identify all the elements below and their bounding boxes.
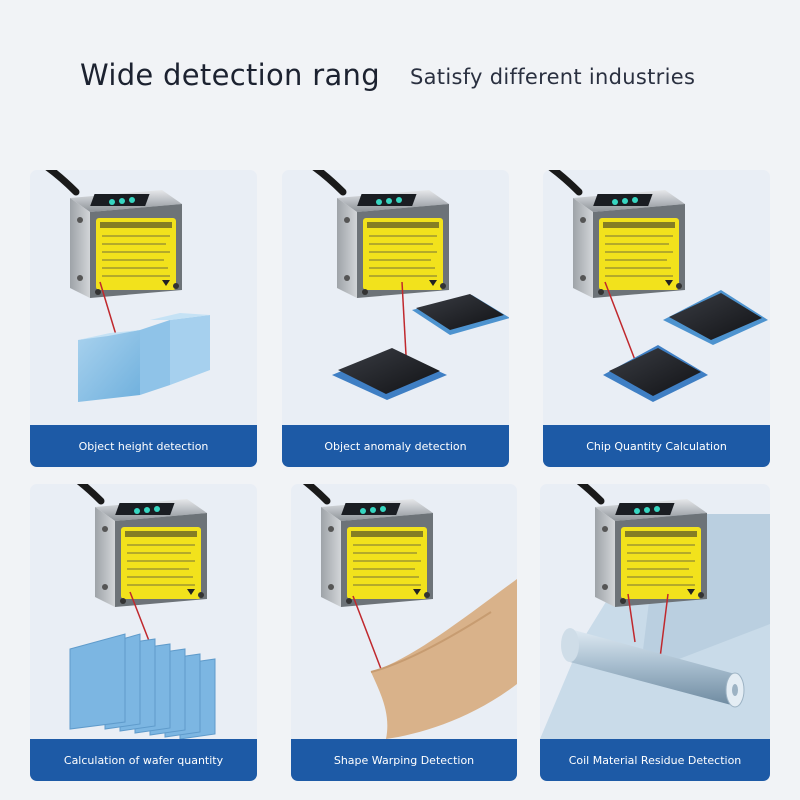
headline: Wide detection range Satisfy different in… (80, 58, 695, 92)
card-label: Shape Warping Detection (291, 739, 517, 781)
card-label: Coil Material Residue Detection (540, 739, 770, 781)
laser-sensor-icon (565, 484, 707, 607)
object-height-illustration (30, 170, 210, 402)
chip-quantity-illustration (543, 170, 768, 402)
card-coil-residue: Coil Material Residue Detection (540, 484, 770, 781)
card-chip-quantity: Chip Quantity Calculation (543, 170, 770, 467)
card-wafer-quantity: Calculation of wafer quantity (30, 484, 257, 781)
laser-sensor-icon (543, 170, 685, 298)
card-label: Object anomaly detection (282, 425, 509, 467)
card-label: Object height detection (30, 425, 257, 467)
laser-sensor-icon (40, 170, 182, 298)
page-title: Wide detection range (80, 58, 378, 92)
laser-beam-icon (401, 281, 407, 356)
card-object-height: Object height detection (30, 170, 257, 467)
laser-beam-icon (352, 595, 382, 670)
laser-beam-icon (604, 281, 636, 361)
object-anomaly-illustration (282, 170, 509, 400)
laser-sensor-icon (307, 170, 449, 298)
card-shape-warping: Shape Warping Detection (291, 484, 517, 781)
page-subtitle: Satisfy different industries (410, 65, 696, 89)
laser-beam-icon (627, 593, 636, 643)
shape-warping-illustration (291, 484, 517, 739)
wafer-quantity-illustration (30, 484, 216, 739)
card-label: Calculation of wafer quantity (30, 739, 257, 781)
laser-sensor-icon (291, 484, 433, 607)
laser-sensor-icon (65, 484, 207, 607)
coil-residue-illustration (540, 484, 770, 739)
card-object-anomaly: Object anomaly detection (282, 170, 509, 467)
card-label: Chip Quantity Calculation (543, 425, 770, 467)
